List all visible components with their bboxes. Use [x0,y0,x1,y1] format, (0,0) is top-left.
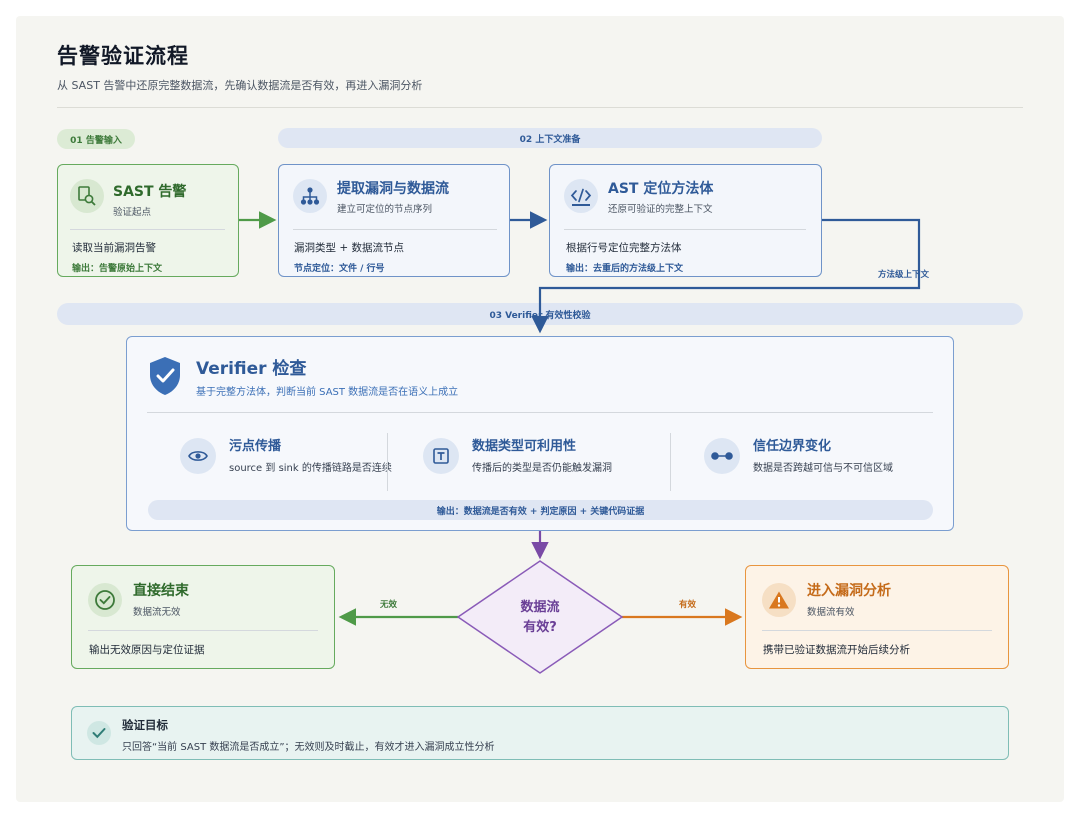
verifier-divider [147,412,933,413]
card-title: 进入漏洞分析 [807,583,891,599]
check-separator [387,433,388,491]
card-body: 漏洞类型 + 数据流节点 [294,242,404,254]
check-title-taint: 污点传播 [229,439,282,454]
check-desc-type: 传播后的类型是否仍能触发漏洞 [472,463,612,474]
goal-description: 只回答“当前 SAST 数据流是否成立”；无效则及时截止，有效才进入漏洞成立性分… [122,742,495,753]
stage-1-pill: 01 告警输入 [57,129,135,149]
card-divider [762,630,992,631]
card-title: 提取漏洞与数据流 [337,181,449,197]
check-title-type: 数据类型可利用性 [472,439,577,454]
check-circle-icon [88,583,122,617]
code-icon [564,179,598,213]
card-divider [564,229,806,230]
card-output: 输出：去重后的方法级上下文 [566,264,684,274]
card-subtitle: 建立可定位的节点序列 [337,204,433,215]
goal-box: 验证目标 只回答“当前 SAST 数据流是否成立”；无效则及时截止，有效才进入漏… [71,706,1009,760]
tree-nodes-icon [293,179,327,213]
extract-dataflow-card: 提取漏洞与数据流 建立可定位的节点序列 漏洞类型 + 数据流节点 节点定位：文件… [278,164,510,277]
check-separator [670,433,671,491]
eye-icon [180,438,216,474]
card-subtitle: 数据流有效 [807,607,855,618]
ast-method-card: AST 定位方法体 还原可验证的完整上下文 根据行号定位完整方法体 输出：去重后… [549,164,822,277]
card-body: 携带已验证数据流开始后续分析 [763,644,910,656]
check-desc-taint: source 到 sink 的传播链路是否连续 [229,463,392,474]
check-title-trust: 信任边界变化 [753,439,832,454]
card-divider [88,630,318,631]
warning-icon [762,583,796,617]
card-output: 输出：告警原始上下文 [72,264,163,274]
check-icon [87,721,111,745]
sast-alert-card: SAST 告警 验证起点 读取当前漏洞告警 输出：告警原始上下文 [57,164,239,277]
boundary-icon [704,438,740,474]
page-title: 告警验证流程 [57,44,189,68]
divider [57,107,1023,108]
check-desc-trust: 数据是否跨越可信与不可信区域 [753,463,893,474]
card-title: 直接结束 [133,583,189,599]
edge-label-valid: 有效 [679,600,697,610]
card-body: 读取当前漏洞告警 [72,242,156,254]
type-icon [423,438,459,474]
verifier-panel: Verifier 检查 基于完整方法体，判断当前 SAST 数据流是否在语义上成… [126,336,954,531]
card-divider [293,229,497,230]
card-subtitle: 验证起点 [113,207,152,218]
card-divider [70,229,225,230]
edge-label-method-context: 方法级上下文 [878,270,930,280]
end-result-card: 直接结束 数据流无效 输出无效原因与定位证据 [71,565,335,669]
card-output: 节点定位：文件 / 行号 [294,264,385,274]
verifier-subtitle: 基于完整方法体，判断当前 SAST 数据流是否在语义上成立 [196,387,459,398]
card-subtitle: 数据流无效 [133,607,181,618]
document-search-icon [70,179,104,213]
arrow-ast-to-verifier [531,218,921,334]
goal-title: 验证目标 [122,718,168,732]
card-body: 输出无效原因与定位证据 [89,644,205,656]
analysis-result-card: 进入漏洞分析 数据流有效 携带已验证数据流开始后续分析 [745,565,1009,669]
card-body: 根据行号定位完整方法体 [566,242,682,254]
decision-line-1: 数据流 [520,600,560,615]
card-title: SAST 告警 [113,184,187,200]
edge-label-invalid: 无效 [380,600,398,610]
card-subtitle: 还原可验证的完整上下文 [608,204,713,215]
decision-line-2: 有效? [523,620,557,635]
shield-check-icon [147,355,183,397]
stage-2-pill: 02 上下文准备 [278,128,822,148]
decision-diamond [456,560,624,674]
page-subtitle: 从 SAST 告警中还原完整数据流，先确认数据流是否有效，再进入漏洞分析 [57,79,423,92]
verifier-output-bar: 输出：数据流是否有效 + 判定原因 + 关键代码证据 [148,500,933,520]
verifier-title: Verifier 检查 [196,359,307,379]
decision-label: 数据流 有效? [490,598,590,638]
card-title: AST 定位方法体 [608,181,714,197]
